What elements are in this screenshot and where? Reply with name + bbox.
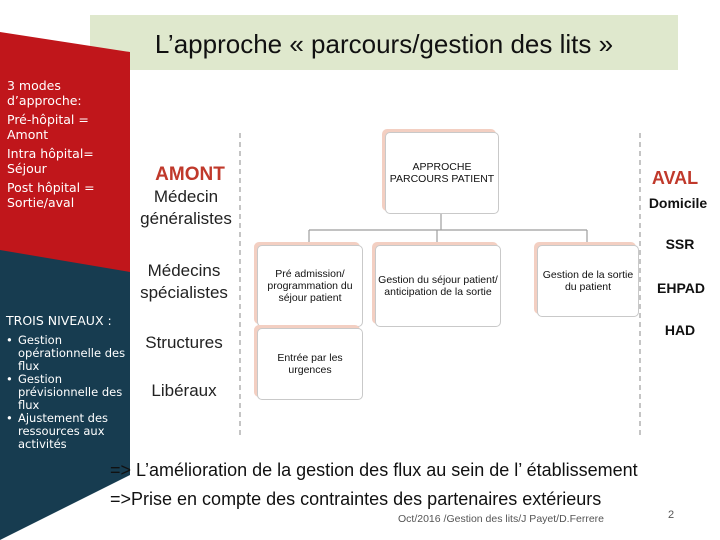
title-banner	[90, 15, 678, 70]
aval-ehpad: EHPAD	[657, 280, 705, 296]
aval-domicile: Domicile	[648, 195, 708, 211]
node-gestion-sejour: Gestion du séjour patient/ anticipation …	[375, 245, 501, 327]
slide-title: L’approche « parcours/gestion des lits »	[154, 29, 614, 59]
level-item: Gestion prévisionnelle des flux	[6, 373, 126, 412]
slide-footer: Oct/2016 /Gestion des lits/J Payet/D.Fer…	[398, 513, 605, 525]
level-item: Gestion opérationnelle des flux	[6, 334, 126, 373]
node-label: Gestion de la sortie du patient	[542, 269, 634, 293]
mode-aval: Post hôpital = Sortie/aval	[7, 180, 95, 210]
aval-heading: AVAL	[651, 168, 699, 188]
amont-liberaux: Libéraux	[151, 381, 217, 400]
amont-medecins-specialistes: Médecins spécialistes	[140, 261, 228, 302]
amont-medecin-generalistes: Médecin généralistes	[140, 187, 232, 228]
aval-ssr: SSR	[665, 236, 695, 252]
page-number: 2	[668, 509, 675, 521]
node-label: Pré admission/ programmation du séjour p…	[267, 268, 353, 304]
node-label: APPROCHE PARCOURS PATIENT	[389, 161, 495, 185]
amont-structures: Structures	[145, 333, 223, 352]
conclusion-line-2: =>Prise en compte des contraintes des pa…	[110, 489, 602, 509]
approach-modes-list: 3 modes d’approche: Pré-hôpital = Amont …	[7, 78, 125, 214]
red-side-panel	[0, 32, 130, 300]
level-item: Ajustement des ressources aux activités	[6, 412, 126, 451]
node-pre-admission: Pré admission/ programmation du séjour p…	[257, 245, 363, 327]
node-label: Entrée par les urgences	[277, 352, 343, 376]
node-entree-urgences: Entrée par les urgences	[257, 328, 363, 400]
mode-sejour: Intra hôpital= Séjour	[7, 146, 94, 176]
levels-heading: TROIS NIVEAUX :	[6, 313, 112, 328]
aval-had: HAD	[664, 322, 696, 338]
conclusion-line-1: => L’amélioration de la gestion des flux…	[110, 460, 638, 480]
mode-amont: Pré-hôpital = Amont	[7, 112, 89, 142]
node-label: Gestion du séjour patient/ anticipation …	[378, 274, 498, 298]
node-gestion-sortie: Gestion de la sortie du patient	[537, 245, 639, 317]
node-approche-parcours-patient: APPROCHE PARCOURS PATIENT	[385, 132, 499, 214]
modes-heading: 3 modes d’approche:	[7, 78, 82, 108]
amont-heading: AMONT	[155, 164, 225, 185]
levels-list: TROIS NIVEAUX : Gestion opérationnelle d…	[6, 314, 126, 451]
